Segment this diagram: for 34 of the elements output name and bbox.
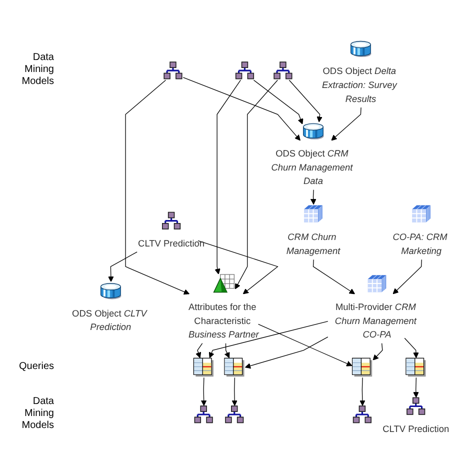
arrow — [200, 377, 207, 406]
node-label: CLTV Prediction — [382, 423, 450, 434]
arrow — [224, 342, 230, 358]
arrow — [288, 80, 322, 122]
node-label: Multi-Provider CRM Churn Management CO-PA — [334, 301, 416, 340]
row-label: Data Mining Models — [20, 52, 54, 88]
arrow — [234, 80, 278, 289]
node-label: ODS Object CLTV Prediction — [72, 307, 147, 332]
node-label: Attributes for the Characteristic Business Partner — [188, 301, 259, 340]
node-label: CRM Churn Management — [286, 231, 340, 256]
arrow — [196, 342, 203, 358]
arrow — [331, 106, 362, 140]
arrow — [208, 320, 328, 358]
node-label: CO-PA: CRM Marketing — [392, 231, 448, 256]
arrow — [108, 251, 138, 282]
arrow — [258, 324, 352, 366]
arrow — [312, 259, 355, 294]
arrow — [182, 76, 300, 140]
row-label: Data Mining Models — [20, 396, 54, 432]
arrow — [244, 336, 328, 368]
arrow — [310, 189, 316, 204]
row-label: Queries — [18, 361, 54, 374]
arrow — [214, 80, 241, 274]
arrow — [253, 80, 304, 124]
arrow — [413, 377, 419, 398]
arrow — [392, 259, 422, 294]
node-label: ODS Object Delta Extraction: Survey Results — [322, 65, 397, 104]
arrow — [125, 80, 190, 294]
node-label: ODS Object CRM Churn Management Data — [271, 148, 353, 186]
arrow — [232, 377, 238, 406]
arrow — [372, 342, 383, 360]
arrow — [360, 377, 366, 406]
node-label: CLTV Prediction — [138, 238, 205, 248]
arrow — [404, 338, 419, 358]
